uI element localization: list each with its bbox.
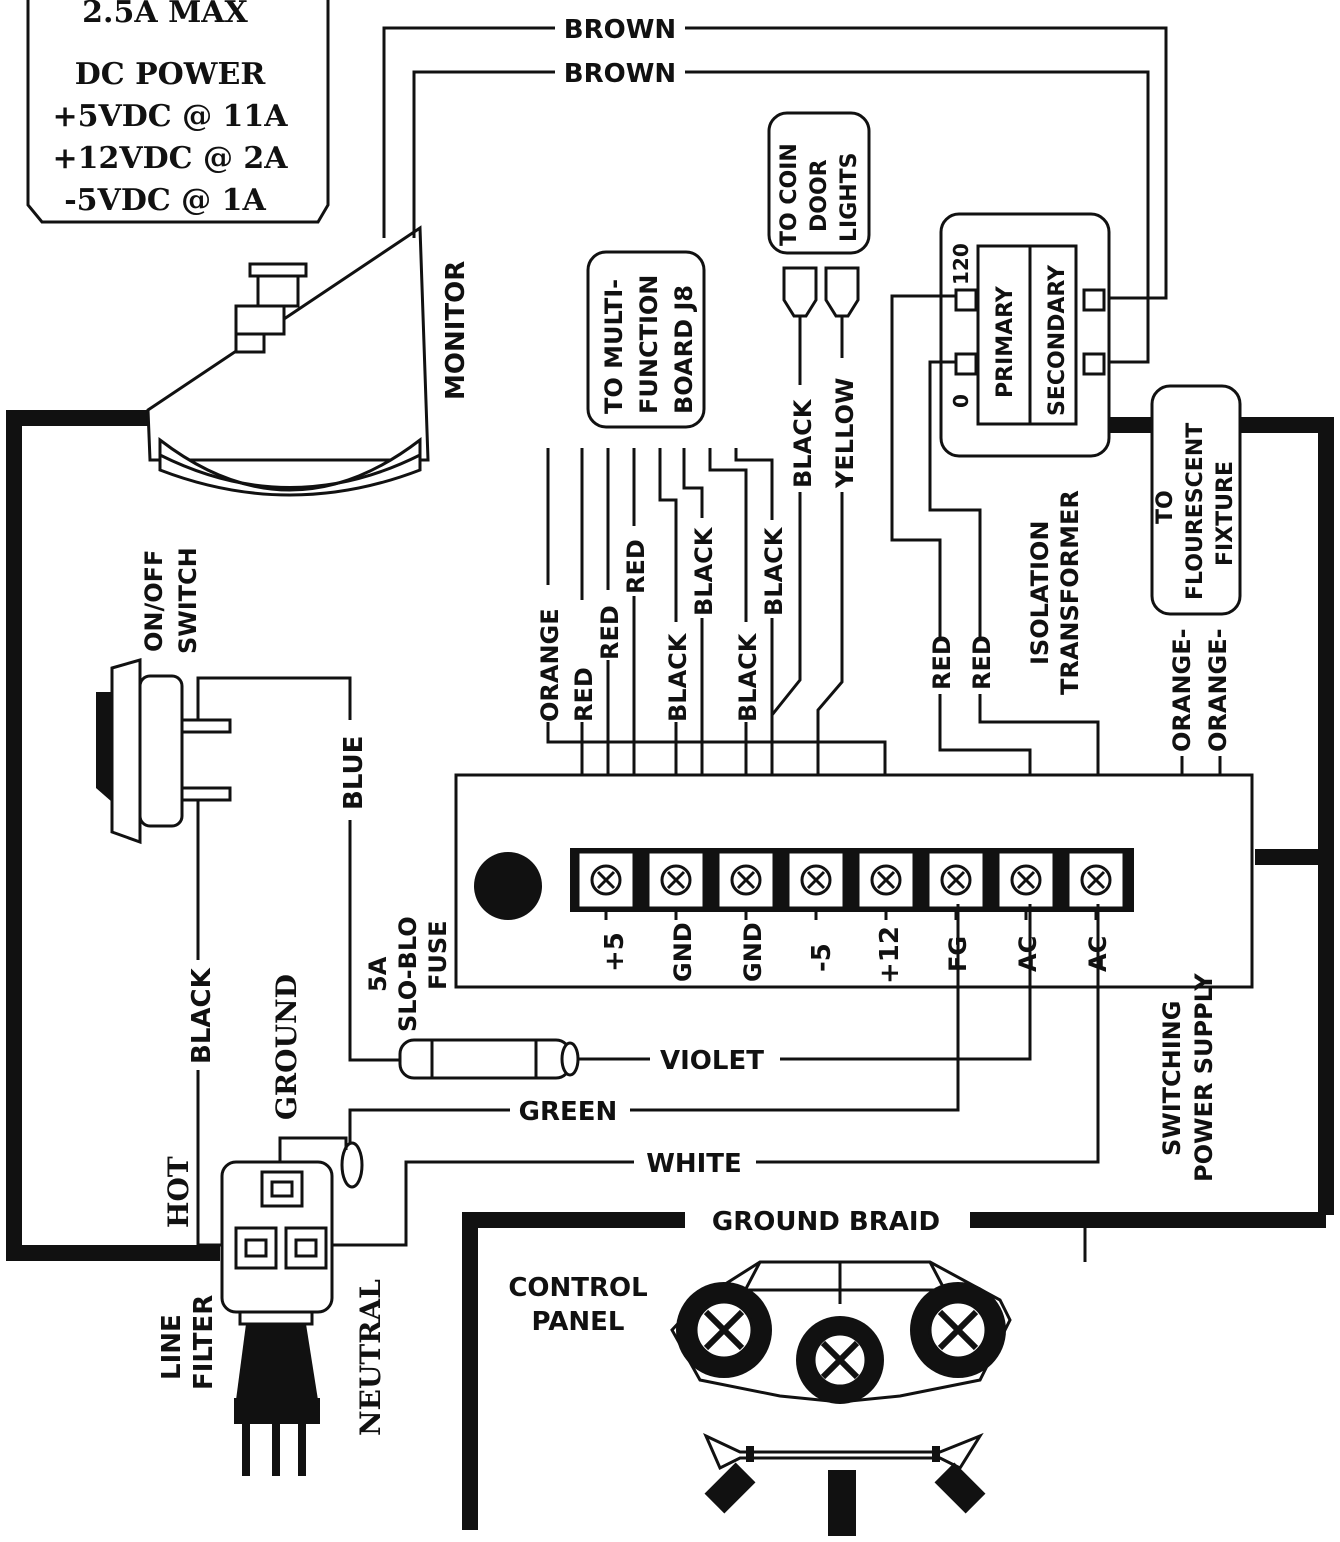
terminal-screw-cross <box>806 870 826 890</box>
primary-label: PRIMARY <box>993 285 1018 398</box>
hot-label: HOT <box>162 1156 195 1228</box>
switch-label-1: ON/OFF <box>140 550 168 652</box>
coin-door-lights: TO COIN DOOR LIGHTS BLACK YELLOW <box>767 111 871 858</box>
red-wire-2-label: RED <box>596 605 624 660</box>
spec-max-current: 2.5A MAX <box>82 0 248 30</box>
fluorescent-line-2: FLOURESCENT <box>1183 423 1208 600</box>
isolation-label-1: ISOLATION <box>1026 521 1054 665</box>
ground-braid-label: GROUND BRAID <box>712 1207 940 1237</box>
line-filter: HOT GROUND NEUTRAL LINE FILTER <box>157 974 387 1476</box>
secondary-label: SECONDARY <box>1045 264 1070 416</box>
red-xfmr-2-label: RED <box>968 635 996 690</box>
terminal-screw-cross <box>1016 870 1036 890</box>
fluorescent-line-3: FIXTURE <box>1213 461 1238 566</box>
brown-wire-1-label: BROWN <box>564 15 676 45</box>
power-supply-label-2: POWER SUPPLY <box>1190 973 1218 1182</box>
blue-fuse-circuit: BLUE 5A SLO-BLO FUSE VIOLET <box>196 676 1032 1080</box>
spec-plus12: +12VDC @ 2A <box>52 141 288 176</box>
terminal-cell <box>716 850 776 910</box>
terminal-label-plus12: +12 <box>875 926 905 984</box>
control-panel: CONTROL PANEL <box>508 1260 1012 1536</box>
red-wire-3-label: RED <box>622 539 650 594</box>
black-wire-4-label: BLACK <box>760 526 788 616</box>
black-line-wire-label: BLACK <box>187 967 217 1064</box>
black-coin-wire-label: BLACK <box>789 398 817 488</box>
terminal-labels: +5 GND GND -5 +12 FG AC AC <box>600 922 1112 984</box>
switching-power-supply: +5 GND GND -5 +12 FG AC AC SWITCHING POW… <box>454 773 1254 1182</box>
terminal-label-ac-1: AC <box>1014 936 1042 972</box>
terminal-screws <box>576 850 1126 920</box>
tap-120-label: 120 <box>949 243 973 285</box>
terminal-screw-cross <box>1086 870 1106 890</box>
violet-wire-label: VIOLET <box>660 1046 764 1076</box>
yellow-coin-wire-label: YELLOW <box>831 378 859 489</box>
black-wire-2-label: BLACK <box>690 526 718 616</box>
brown-wires: BROWN BROWN <box>382 15 1168 364</box>
terminal-screw-cross <box>666 870 686 890</box>
orange-fixture-1-label: ORANGE- <box>1168 628 1196 752</box>
monitor: MONITOR <box>146 225 471 497</box>
red-xfmr-1-label: RED <box>928 635 956 690</box>
line-filter-label-2: FILTER <box>189 1295 219 1390</box>
coin-door-line-2: DOOR <box>807 159 832 232</box>
green-ground-wire: GREEN <box>278 904 960 1189</box>
on-off-switch: ON/OFF SWITCH <box>96 547 232 845</box>
orange-wire-label: ORANGE <box>536 608 564 722</box>
line-filter-label-1: LINE <box>157 1314 187 1380</box>
tap-0-label: 0 <box>949 394 973 408</box>
monitor-label: MONITOR <box>441 261 471 400</box>
terminal-label-gnd-2: GND <box>739 922 767 982</box>
neutral-label: NEUTRAL <box>354 1279 387 1436</box>
ground-label: GROUND <box>270 974 303 1120</box>
black-wire-1-label: BLACK <box>664 632 692 722</box>
white-neutral-wire: WHITE <box>330 904 1100 1247</box>
fluorescent-line-1: TO <box>1153 490 1178 524</box>
spec-plus5: +5VDC @ 11A <box>52 99 288 134</box>
terminal-label-minus5: -5 <box>807 943 837 972</box>
black-wire-3-label: BLACK <box>734 632 762 722</box>
multi-function-line-2: FUNCTION <box>635 275 663 414</box>
black-line-wire: BLACK <box>187 800 238 1247</box>
power-supply-label-1: SWITCHING <box>1158 1001 1186 1156</box>
fuse-label-3: FUSE <box>424 920 452 990</box>
terminal-screw-cross <box>946 870 966 890</box>
multi-function-line-3: BOARD J8 <box>670 285 698 414</box>
terminal-screw-cross <box>596 870 616 890</box>
power-supply-grommet <box>474 852 542 920</box>
control-panel-label-2: PANEL <box>532 1307 625 1337</box>
terminal-label-gnd-1: GND <box>669 922 697 982</box>
isolation-transformer: 120 0 PRIMARY SECONDARY ISOLATION TRANSF… <box>890 212 1111 853</box>
switch-label-2: SWITCH <box>174 547 202 654</box>
green-wire-label: GREEN <box>519 1097 618 1127</box>
brown-wire-2-label: BROWN <box>564 59 676 89</box>
terminal-screw-cross <box>876 870 896 890</box>
red-wire-1-label: RED <box>570 667 598 722</box>
terminal-label-plus5: +5 <box>600 932 630 972</box>
orange-fixture-2-label: ORANGE- <box>1204 628 1232 752</box>
spec-minus5: -5VDC @ 1A <box>64 183 266 218</box>
control-panel-label-1: CONTROL <box>508 1273 647 1303</box>
multi-function-line-1: TO MULTI- <box>600 279 628 414</box>
fuse-label-2: SLO-BLO <box>394 916 422 1032</box>
multi-function-board-label: TO MULTI- FUNCTION BOARD J8 <box>586 250 706 429</box>
coin-door-line-3: LIGHTS <box>837 152 862 242</box>
isolation-label-2: TRANSFORMER <box>1056 490 1084 695</box>
power-spec-box: 2.5A MAX DC POWER +5VDC @ 11A +12VDC @ 2… <box>26 0 330 224</box>
terminal-screw-cross <box>736 870 756 890</box>
fuse <box>398 1038 580 1080</box>
coin-door-line-1: TO COIN <box>777 143 802 246</box>
white-wire-label: WHITE <box>646 1149 742 1179</box>
fuse-label-1: 5A <box>364 956 392 992</box>
spec-dc-power: DC POWER <box>75 57 267 92</box>
blue-wire-label: BLUE <box>339 736 369 810</box>
